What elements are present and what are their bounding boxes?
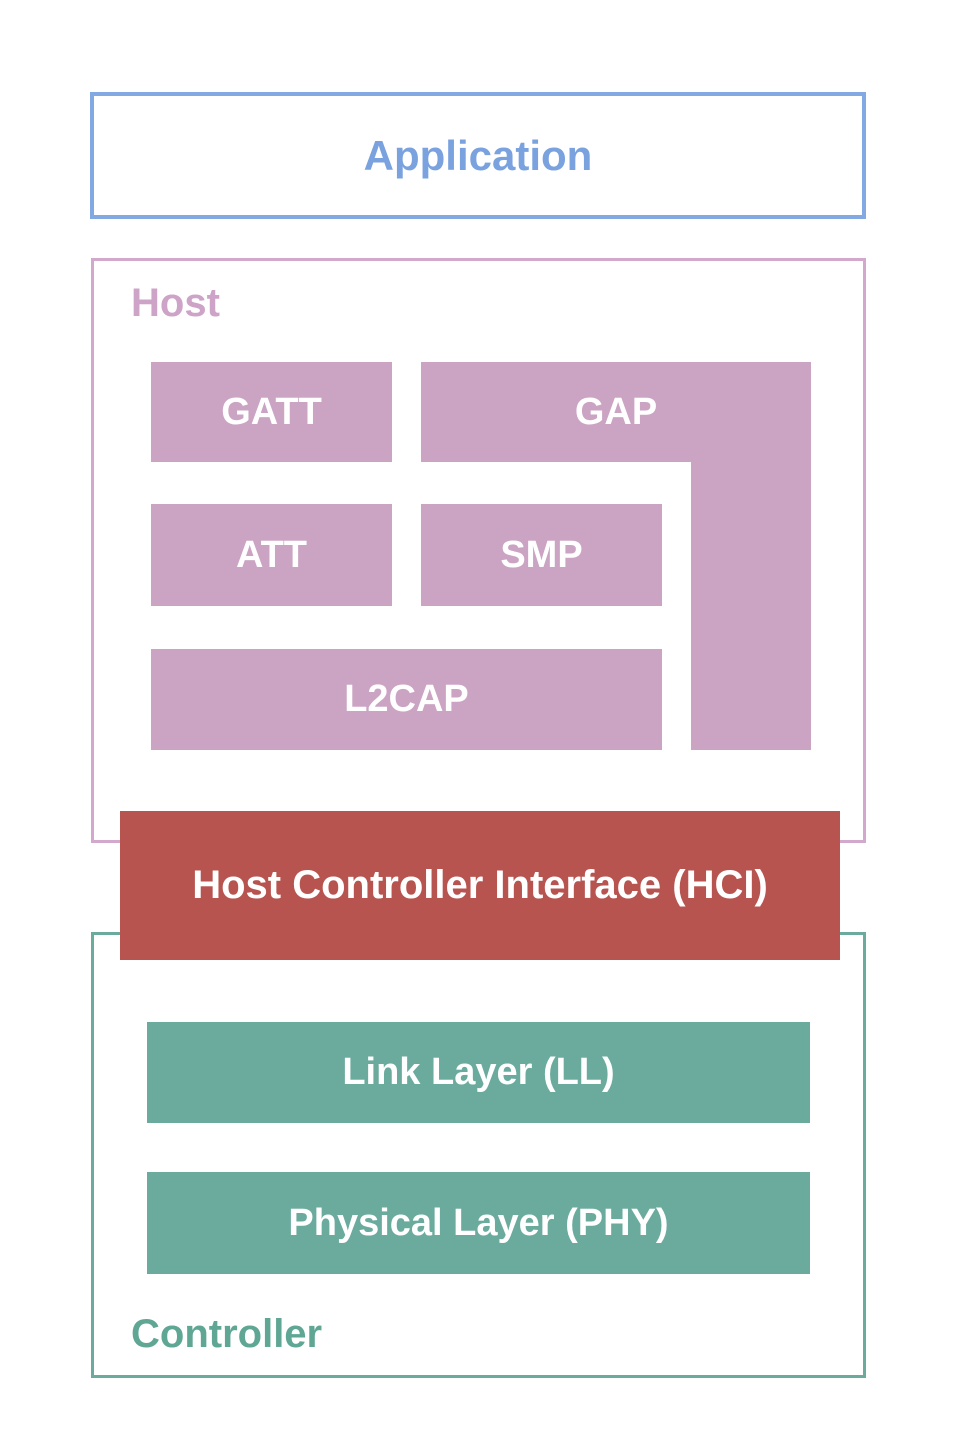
smp-label: SMP bbox=[500, 533, 583, 576]
gap-label: GAP bbox=[574, 390, 658, 433]
hci-label: Host Controller Interface (HCI) bbox=[192, 863, 768, 907]
physical-layer-label: Physical Layer (PHY) bbox=[288, 1201, 669, 1244]
host-label: Host bbox=[131, 281, 220, 325]
controller-label: Controller bbox=[131, 1312, 323, 1356]
hci-bar: Host Controller Interface (HCI) bbox=[120, 811, 840, 960]
application-label: Application bbox=[363, 131, 593, 179]
l2cap-block: L2CAP bbox=[151, 649, 662, 750]
gatt-block: GATT bbox=[151, 362, 392, 462]
gap-block: GAP bbox=[421, 362, 811, 462]
l2cap-label: L2CAP bbox=[344, 678, 469, 720]
link-layer-block: Link Layer (LL) bbox=[147, 1022, 810, 1123]
att-block: ATT bbox=[151, 504, 392, 606]
application-box: Application bbox=[90, 92, 866, 219]
gatt-label: GATT bbox=[221, 390, 322, 433]
physical-layer-block: Physical Layer (PHY) bbox=[147, 1172, 810, 1274]
att-label: ATT bbox=[235, 533, 308, 576]
gap-block-arm bbox=[691, 462, 811, 750]
smp-block: SMP bbox=[421, 504, 662, 606]
link-layer-label: Link Layer (LL) bbox=[342, 1051, 615, 1093]
